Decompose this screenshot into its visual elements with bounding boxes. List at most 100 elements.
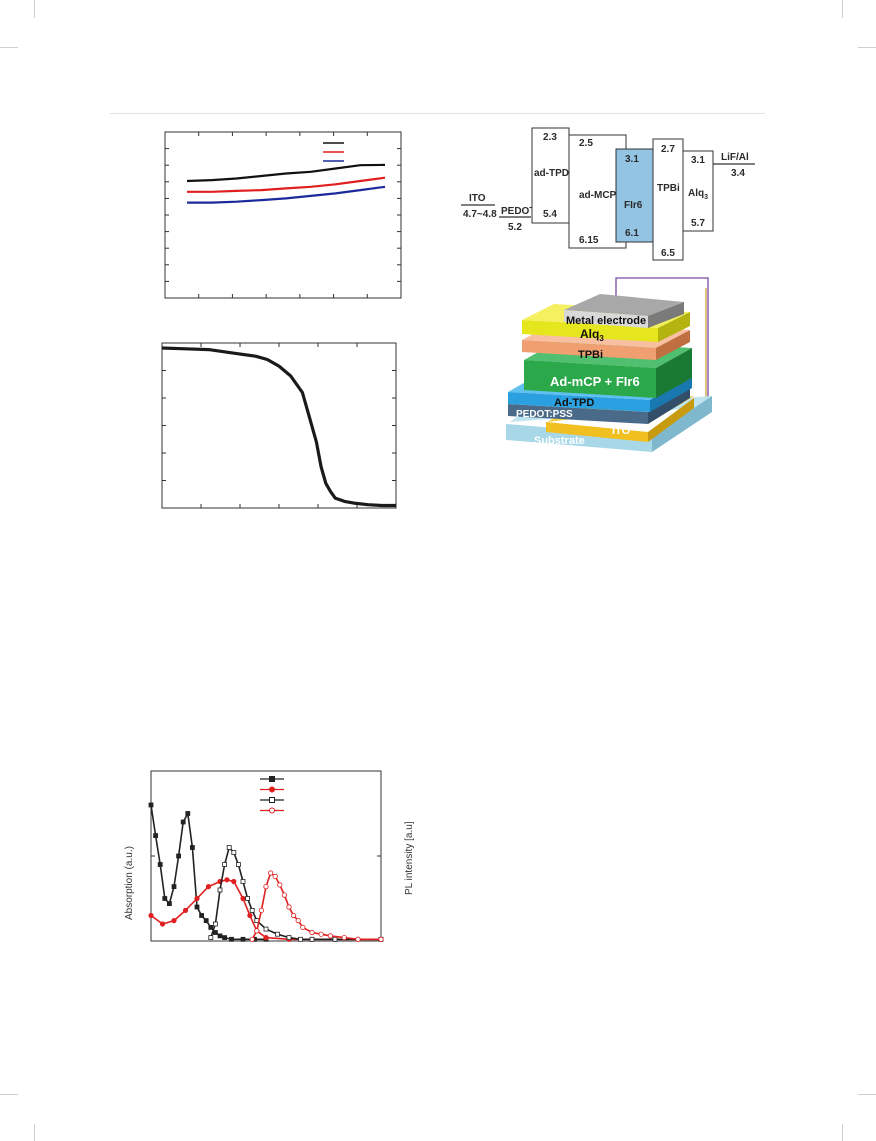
chart-3-point	[194, 904, 200, 910]
chart-3-point	[222, 862, 227, 867]
lifal-value: 3.4	[731, 168, 745, 179]
alq3-subscript: 3	[704, 194, 708, 201]
crop-mark	[0, 1094, 18, 1095]
chart-3-point	[217, 887, 223, 893]
firb6-top: 3.1	[625, 154, 639, 165]
firb6-box	[615, 148, 655, 243]
chart-3-point	[208, 924, 214, 930]
chart-3-point	[286, 935, 292, 941]
chart-3-point	[180, 819, 186, 825]
chart-3-point	[153, 833, 158, 838]
ito-front	[546, 422, 648, 442]
chart-3-point	[226, 845, 232, 850]
chart-3-point	[263, 884, 269, 890]
crop-mark	[0, 47, 18, 48]
chart-3-legend-marker	[269, 786, 275, 793]
adtpd-side	[650, 376, 692, 412]
chart-3-point	[263, 926, 269, 932]
chart-3-point	[148, 912, 154, 919]
metal-front	[564, 310, 648, 328]
firb6-label: FIr6	[624, 200, 643, 211]
tpbi-box	[652, 138, 684, 261]
ito-label: ITO	[469, 193, 486, 204]
chart-3-point	[286, 904, 292, 910]
chart-1	[164, 131, 402, 299]
chart-3-point	[208, 935, 214, 941]
metal-stack-label: Metal electrode	[566, 315, 646, 327]
metal-top	[564, 294, 684, 316]
crop-mark	[34, 0, 35, 18]
crop-mark	[858, 47, 876, 48]
alq3-top: 3.1	[691, 155, 705, 166]
chart-3-point	[231, 878, 237, 885]
chart-3-point	[157, 862, 163, 867]
substrate-front	[506, 424, 652, 452]
pedot-front	[508, 404, 648, 424]
chart-3-point	[199, 913, 204, 918]
substrate-label: Substrate	[534, 435, 585, 447]
chart-3-legend-marker	[269, 776, 275, 782]
chart-3-point	[148, 802, 154, 808]
alq3-label-group: Alq3	[688, 188, 708, 201]
tpbi-stack-label: TPBi	[578, 349, 603, 361]
chart-3-point	[281, 892, 287, 898]
tpbi-bottom: 6.5	[661, 248, 675, 259]
adtpd-bottom: 5.4	[543, 209, 557, 220]
chart-3-point	[268, 870, 274, 876]
chart-3-point	[167, 901, 172, 907]
chart-3-point	[231, 850, 237, 855]
chart-1-frame	[164, 131, 402, 299]
chart-3-point	[272, 873, 278, 880]
ito-value: 4.7~4.8	[463, 209, 497, 220]
chart-2-series-line	[161, 346, 396, 508]
adtpd-front	[508, 392, 650, 412]
emitter-side	[656, 348, 692, 398]
chart-3-point	[327, 933, 333, 939]
device-stack-illustration: Substrate ITO PEDOT:PSS Ad-TPD Ad-mCP + …	[506, 277, 712, 452]
adtpd-label: ad-TPD	[534, 168, 569, 179]
chart-3-point	[222, 935, 227, 941]
chart-3-point	[182, 907, 189, 913]
chart-3-point	[300, 924, 306, 930]
alq3-box	[682, 150, 714, 232]
chart-3-point	[298, 936, 303, 942]
alq3-bottom: 5.7	[691, 218, 705, 229]
substrate-side	[652, 396, 712, 452]
metal-side	[648, 302, 684, 328]
chart-1-series-line	[186, 163, 386, 183]
admcp-bottom: 6.15	[579, 235, 599, 246]
crop-mark	[858, 1094, 876, 1095]
chart-3-point	[245, 896, 250, 901]
admcp-top: 2.5	[579, 138, 593, 149]
emitter-front	[524, 360, 656, 398]
alq3-label: Alq	[688, 188, 704, 199]
chart-3-point	[332, 936, 338, 942]
chart-3-point	[249, 936, 255, 942]
crop-mark	[34, 1124, 35, 1141]
pedot-stack-label: PEDOT:PSS	[516, 409, 573, 420]
chart-3-point	[194, 895, 200, 902]
chart-3-point	[309, 936, 315, 942]
chart-3-point	[205, 884, 212, 890]
chart-3-point	[159, 921, 166, 927]
adtpd-stack-label: Ad-TPD	[554, 397, 594, 409]
adtpd-box	[531, 127, 570, 224]
chart-3-point	[213, 930, 218, 935]
chart-3-point	[249, 907, 255, 913]
chart-3-point	[318, 931, 324, 937]
tpbi-side	[656, 330, 690, 360]
chart-3-point	[217, 933, 223, 939]
chart-1-series-line	[187, 185, 386, 204]
chart-3-point	[378, 936, 384, 942]
pedot-value: 5.2	[508, 222, 522, 233]
chart-3-point	[213, 921, 218, 927]
device-wire	[615, 277, 709, 412]
chart-3-point	[258, 907, 264, 913]
pedot-label: PEDOT	[501, 206, 535, 217]
chart-3-ylabel: Absorption (a.u.)	[124, 846, 135, 920]
chart-3-point	[176, 853, 181, 859]
energy-level-diagram: ITO 4.7~4.8 PEDOT 5.2 2.3 ad-TPD 5.4 2.5…	[461, 127, 755, 261]
chart-3-point	[203, 918, 209, 924]
chart-1-series-line	[187, 176, 386, 193]
chart-3-point	[171, 884, 177, 889]
